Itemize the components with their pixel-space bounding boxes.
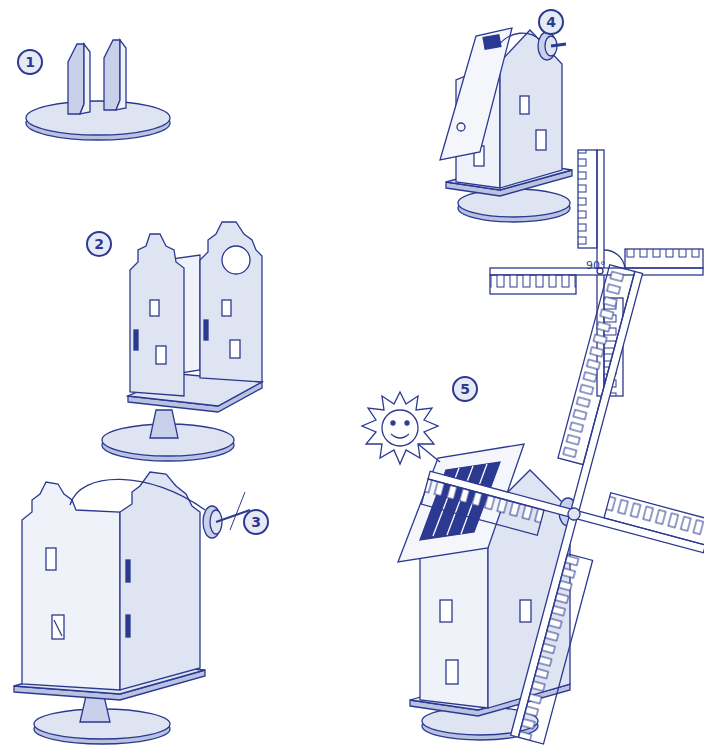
- window: [440, 600, 452, 622]
- hub: [567, 507, 582, 522]
- wire: [54, 620, 62, 636]
- support: [150, 410, 178, 438]
- front-wall: [22, 482, 120, 690]
- support: [80, 696, 110, 722]
- gable-wall: [200, 222, 262, 382]
- window: [46, 548, 56, 570]
- support: [80, 44, 90, 114]
- window: [536, 130, 546, 150]
- sail-blade: [578, 150, 597, 248]
- sail-blade: [421, 479, 544, 535]
- sun-rays: [362, 392, 438, 464]
- callout-number: 1: [25, 55, 35, 69]
- callout-circle: 3: [243, 509, 269, 535]
- sail-blade: [490, 275, 576, 294]
- gable-wall: [130, 234, 184, 396]
- window: [150, 300, 159, 316]
- window: [520, 96, 529, 114]
- logo: [457, 123, 465, 131]
- window: [156, 346, 166, 364]
- step3-motor: [14, 472, 250, 744]
- window: [222, 300, 231, 316]
- roof-panel: [440, 28, 512, 160]
- slot: [204, 320, 208, 340]
- side-wall: [500, 30, 562, 188]
- side-wall: [120, 472, 200, 690]
- window: [230, 340, 240, 358]
- wire: [498, 33, 540, 46]
- sun-eye: [391, 421, 395, 425]
- callout-number: 3: [251, 515, 261, 529]
- sail-blade: [604, 493, 704, 545]
- sun: [362, 392, 440, 464]
- sun-ray: [418, 444, 440, 462]
- slot: [126, 560, 130, 582]
- support: [104, 40, 120, 110]
- window: [52, 615, 64, 639]
- support: [116, 40, 126, 110]
- motor-hole: [222, 246, 250, 274]
- sail-blade: [625, 249, 703, 268]
- angle-label: 90°: [586, 259, 606, 272]
- base-disc: [26, 101, 170, 135]
- step1-base: [26, 40, 170, 140]
- slot: [134, 330, 138, 350]
- callout-circle: 5: [452, 376, 478, 402]
- slot: [126, 615, 130, 637]
- step4-roof: [440, 28, 572, 222]
- callout-circle: 1: [17, 49, 43, 75]
- callout-circle: 2: [86, 231, 112, 257]
- motor-shaft: [551, 44, 566, 46]
- callout-number: 2: [94, 237, 104, 251]
- callout-circle: 4: [538, 9, 564, 35]
- sails: [370, 234, 704, 746]
- sail-blade: [558, 265, 635, 465]
- sail-blade: [518, 554, 592, 744]
- step2-walls: [102, 222, 262, 461]
- step5-windmill: [370, 234, 704, 746]
- support: [68, 44, 84, 114]
- solar-cell: [483, 35, 501, 50]
- sun-face: [382, 410, 418, 446]
- callout-number: 4: [546, 15, 556, 29]
- window: [446, 660, 458, 684]
- callout-number: 5: [460, 382, 470, 396]
- sun-eye: [405, 421, 409, 425]
- sun-smile: [391, 434, 409, 438]
- window: [520, 600, 531, 622]
- wire: [70, 479, 205, 510]
- base-disc: [458, 189, 570, 217]
- angle-arc: [604, 250, 625, 268]
